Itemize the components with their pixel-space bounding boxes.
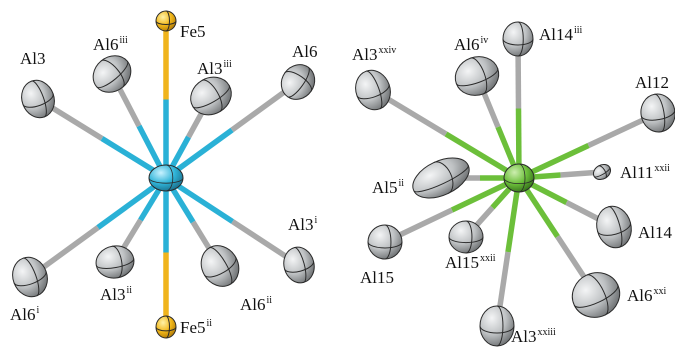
left-label-Al3: Al3	[20, 49, 46, 68]
right-atom-Al3xxiii	[479, 305, 515, 347]
left-atoms	[12, 10, 316, 339]
right-label-Al6iv: Al6iv	[454, 35, 488, 54]
left-atom-Al3iii	[190, 76, 232, 116]
left-atom-Al6ii	[200, 245, 240, 287]
right-label-Al6xxi: Al6xxi	[627, 286, 667, 305]
right-coordination-polyhedron	[355, 21, 675, 347]
right-label-Al3xxiii: Al3xxiii	[511, 327, 556, 346]
left-atom-Al6	[280, 64, 316, 100]
right-atom-Al6iv	[454, 56, 500, 96]
right-label-Al14: Al14	[638, 223, 673, 242]
right-atom-Al14	[596, 205, 632, 249]
right-atom-Al11xxii	[592, 163, 612, 181]
left-label-Al6: Al6	[292, 42, 318, 61]
right-atom-Al12	[640, 93, 675, 133]
left-atom-Al6iii	[92, 55, 132, 93]
left-label-Al6iii: Al6iii	[93, 35, 128, 54]
left-label-Al6i: Al6i	[10, 305, 40, 324]
left-atom-Fe5	[155, 10, 177, 32]
left-label-Al3iii: Al3iii	[197, 59, 232, 78]
right-label-Al14iii: Al14iii	[539, 25, 583, 44]
right-label-Al15: Al15	[360, 268, 394, 287]
right-label-Al3xxiv: Al3xxiv	[352, 45, 396, 64]
left-label-Al3i: Al3i	[288, 215, 318, 234]
right-center-atom	[503, 163, 535, 193]
right-label-Al15xxii: Al15xxii	[445, 253, 496, 272]
left-label-Fe5: Fe5	[180, 22, 206, 41]
left-atom-Al6i	[12, 256, 48, 298]
right-atom-Al15xxii	[448, 220, 484, 254]
atom-labels: Fe5Fe5iiAl3Al6iiiAl3iiiAl6Al3iAl6iAl3iiA…	[10, 22, 673, 346]
left-center-atom	[148, 164, 184, 192]
right-atom-Al5ii	[412, 157, 470, 199]
right-atom-Al15	[367, 224, 403, 260]
right-label-Al11xxii: Al11xxii	[620, 163, 670, 182]
right-label-Al12: Al12	[635, 73, 669, 92]
right-atom-Al6xxi	[571, 272, 621, 318]
right-atom-Al14iii	[502, 21, 534, 57]
left-label-Al6ii: Al6ii	[240, 295, 272, 314]
left-atom-Fe5ii	[155, 315, 177, 339]
left-label-Fe5ii: Fe5ii	[180, 318, 212, 337]
right-atom-Al3xxiv	[355, 69, 391, 111]
left-atom-Al3ii	[95, 245, 135, 279]
left-coordination-polyhedron	[12, 10, 316, 339]
left-label-Al3ii: Al3ii	[100, 285, 132, 304]
right-atoms	[355, 21, 675, 347]
left-atom-Al3	[21, 79, 55, 119]
right-label-Al5ii: Al5ii	[372, 178, 404, 197]
left-atom-Al3i	[283, 246, 315, 284]
